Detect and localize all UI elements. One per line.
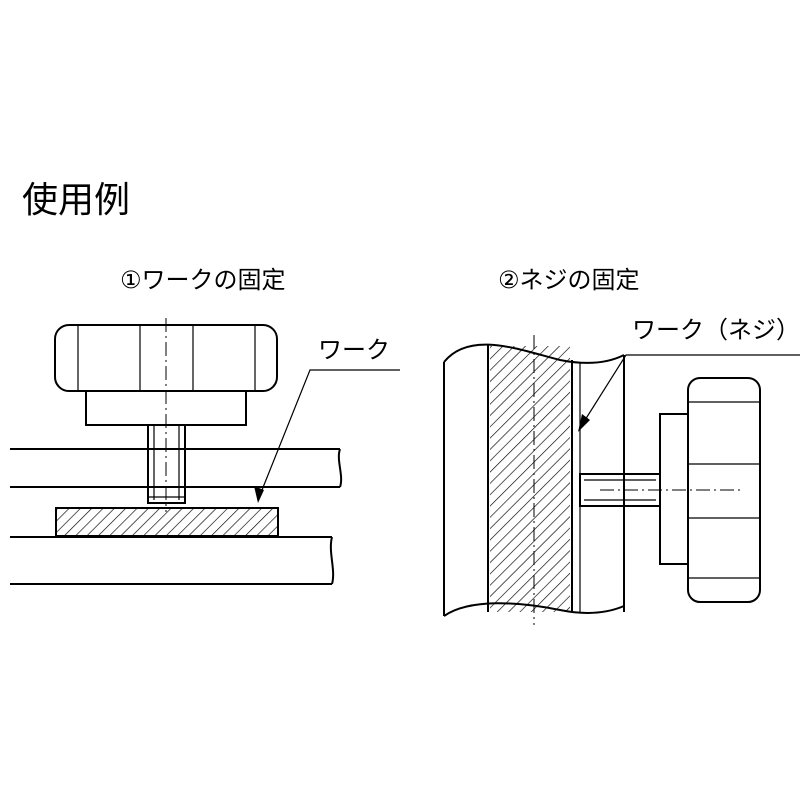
figure2-title: ②ネジの固定	[498, 266, 640, 294]
knob-collar-side	[659, 413, 689, 565]
screw-leader	[578, 354, 800, 432]
workpiece-leader	[254, 369, 400, 503]
page-heading: 使用例	[22, 180, 130, 221]
wall-plate	[443, 343, 625, 617]
figure-workpiece-clamping: ①ワークの固定	[10, 266, 400, 585]
workpiece	[55, 507, 279, 537]
figure1-title: ①ワークの固定	[120, 266, 286, 294]
knob-head-side	[687, 377, 761, 603]
upper-plate	[10, 448, 343, 488]
base-plate	[10, 536, 335, 585]
figure1-callout: ワーク	[318, 336, 390, 364]
figure2-callout: ワーク（ネジ）	[632, 316, 800, 344]
knob-head	[54, 324, 278, 392]
figure-screw-clamping: ②ネジの固定	[443, 266, 800, 625]
